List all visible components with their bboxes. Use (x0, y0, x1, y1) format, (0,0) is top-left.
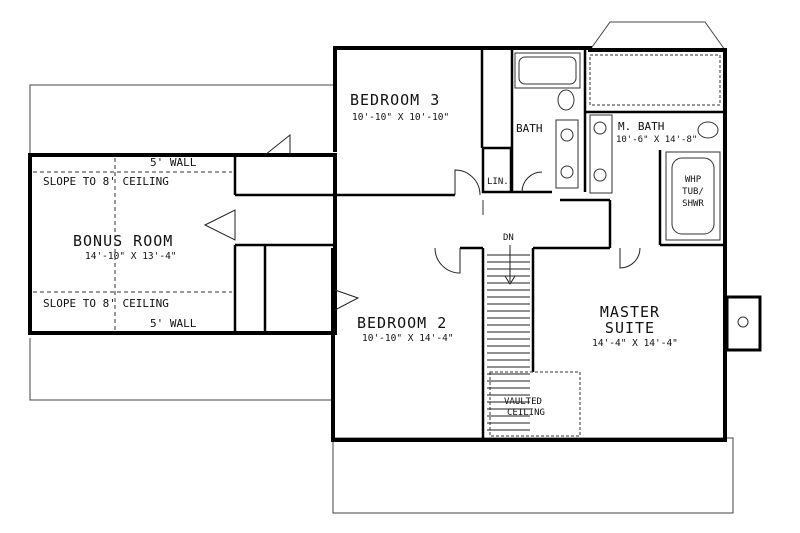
stair-down-label: DN (503, 233, 514, 243)
roof-outlines (29, 21, 734, 514)
linen-label: LIN. (487, 177, 509, 187)
slope-note-bottom: SLOPE TO 8' CEILING (43, 297, 169, 310)
vaulted-line2: CEILING (507, 408, 545, 418)
bedroom3-name: BEDROOM 3 (350, 91, 440, 109)
bonus-room-name: BONUS ROOM (73, 232, 173, 250)
vaulted-line1: VAULTED (504, 397, 542, 407)
whp-line3: SHWR (682, 199, 704, 209)
wall-note-bottom: 5' WALL (150, 317, 197, 330)
bath-name: BATH (516, 122, 543, 135)
master-suite-dims: 14'-4" X 14'-4" (592, 338, 678, 349)
master-bath-dims: 10'-6" X 14'-8" (616, 135, 697, 145)
fixtures (33, 52, 749, 437)
master-bath-name: M. BATH (618, 120, 664, 133)
doors (203, 133, 641, 311)
slope-note-top: SLOPE TO 8' CEILING (43, 175, 169, 188)
bedroom2-name: BEDROOM 2 (357, 314, 447, 332)
wall-note-top: 5' WALL (150, 156, 197, 169)
master-suite-line2: SUITE (605, 319, 655, 337)
bedroom2-dims: 10'-10" X 14'-4" (362, 333, 454, 344)
whp-line1: WHP (685, 175, 702, 185)
bedroom3-dims: 10'-10" X 10'-10" (352, 112, 449, 123)
stair-treads (487, 245, 530, 431)
master-suite-line1: MASTER (600, 303, 660, 321)
bonus-room-dims: 14'-10" X 13'-4" (85, 251, 177, 262)
whp-line2: TUB/ (682, 187, 704, 197)
stair-arrow (504, 245, 516, 285)
interior-walls (233, 48, 725, 440)
